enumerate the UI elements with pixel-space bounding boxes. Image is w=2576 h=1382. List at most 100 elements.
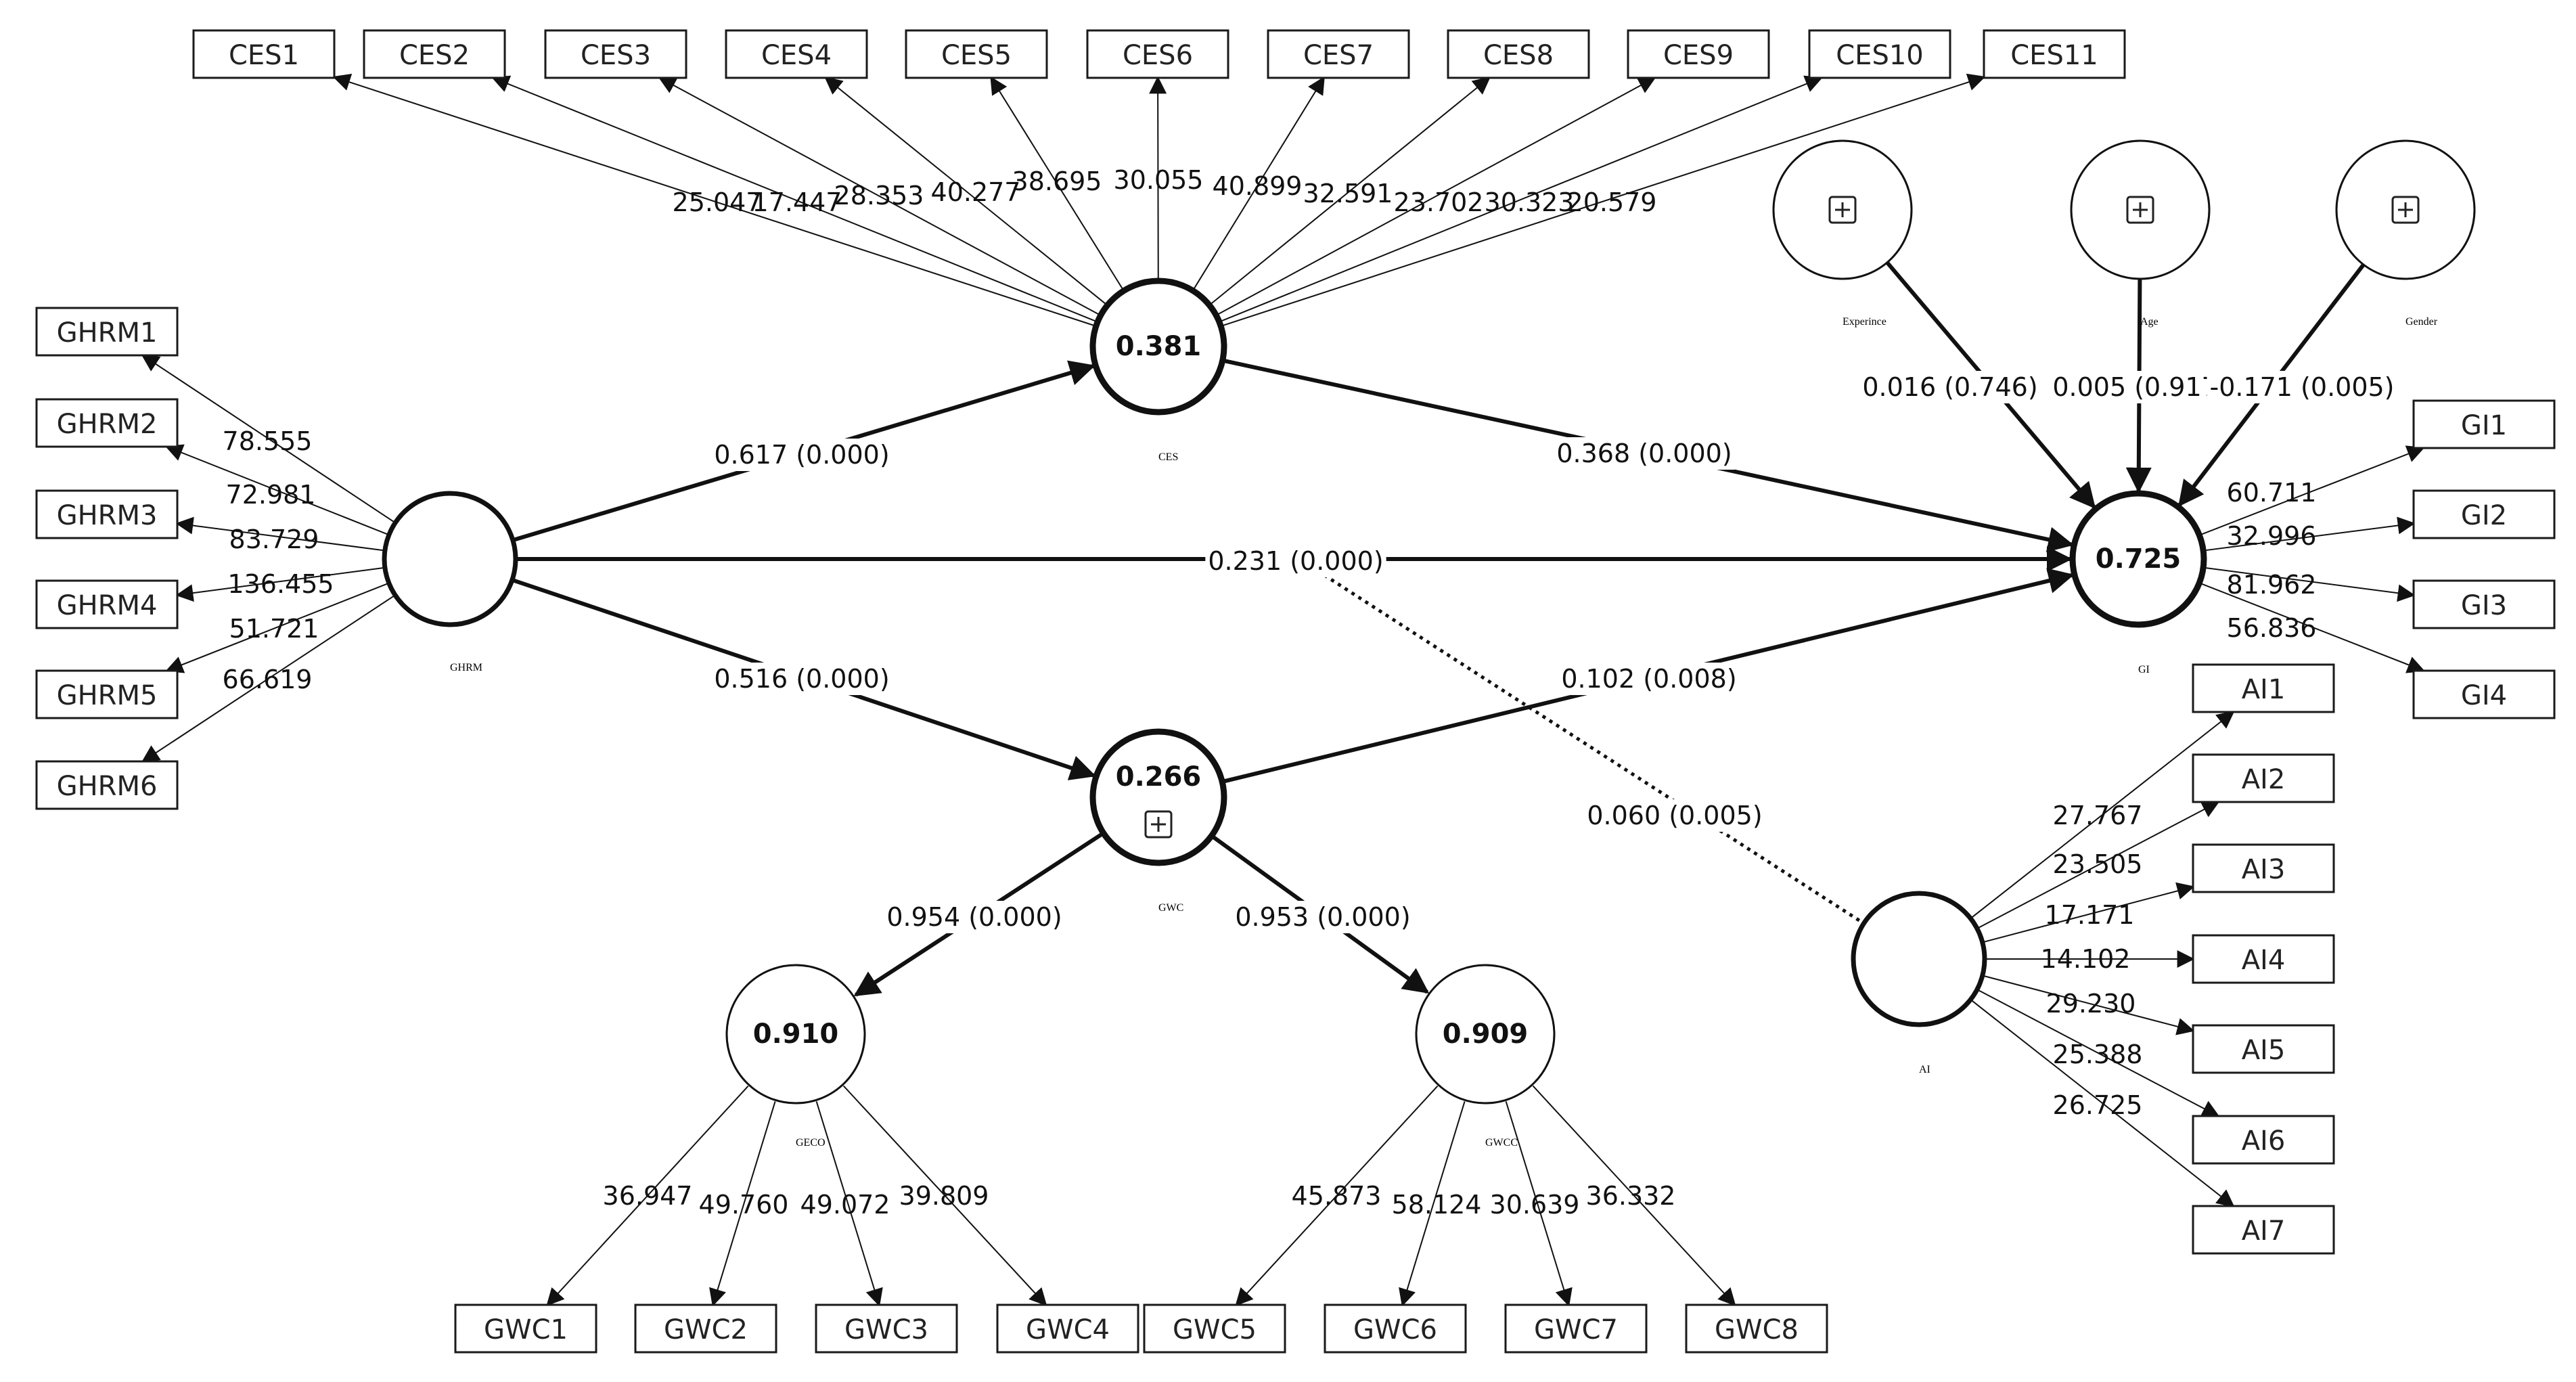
loading-value-ai3: 17.171: [2045, 900, 2135, 930]
indicator-label: GHRM1: [57, 317, 158, 349]
construct-gwcc[interactable]: 0.909: [1415, 964, 1556, 1105]
indicator-ghrm6[interactable]: GHRM6: [35, 760, 179, 810]
indicator-ghrm1[interactable]: GHRM1: [35, 307, 179, 357]
indicator-ces6[interactable]: CES6: [1086, 29, 1229, 79]
indicator-ces3[interactable]: CES3: [544, 29, 687, 79]
indicator-box: [2412, 669, 2556, 719]
construct-ai[interactable]: [1851, 891, 1987, 1027]
loading-arrow-ces10: [1220, 75, 1824, 322]
loading-arrow-ces5: [990, 76, 1124, 290]
loading-value-gwc6: 58.124: [1392, 1190, 1482, 1220]
indicator-label: GWC2: [664, 1314, 748, 1345]
indicator-box: [1808, 29, 1951, 79]
loading-arrow-ces1: [332, 73, 1095, 327]
path-label-background: [2050, 371, 2231, 403]
indicator-ces11[interactable]: CES11: [1983, 29, 2126, 79]
indicator-ces5[interactable]: CES5: [905, 29, 1048, 79]
construct-name: GI: [2138, 664, 2150, 675]
loading-arrow-ai3: [1983, 882, 2195, 943]
indicator-ai5[interactable]: AI5: [2192, 1024, 2335, 1074]
indicator-ces9[interactable]: CES9: [1627, 29, 1770, 79]
nodes-layer: CES1 CES2 CES3 CES4 CES5 CES6 CES7 CES8 CES9 CES1…: [35, 29, 2556, 1354]
indicator-label: CES1: [229, 40, 299, 71]
indicator-ces10[interactable]: CES10: [1808, 29, 1951, 79]
indicator-label: CES6: [1123, 40, 1193, 71]
indicator-ces1[interactable]: CES1: [192, 29, 336, 79]
indicator-box: [1267, 29, 1410, 79]
indicator-ces2[interactable]: CES2: [363, 29, 506, 79]
indicator-box: [544, 29, 687, 79]
indicator-ai3[interactable]: AI3: [2192, 843, 2335, 893]
indicator-ces7[interactable]: CES7: [1267, 29, 1410, 79]
indicator-ai2[interactable]: AI2: [2192, 753, 2335, 803]
indicator-label: CES8: [1483, 40, 1554, 71]
edges-layer: [141, 73, 2425, 1307]
indicator-gwc3[interactable]: GWC3: [815, 1303, 958, 1354]
loading-value-ai5: 29.230: [2046, 989, 2136, 1019]
loading-arrow-ghrm6: [141, 595, 394, 763]
indicator-box: [2192, 934, 2335, 984]
indicator-ai6[interactable]: AI6: [2192, 1115, 2335, 1165]
loading-value-gi1: 60.711: [2227, 478, 2317, 508]
indicator-gi4[interactable]: GI4: [2412, 669, 2556, 719]
construct-age[interactable]: [2070, 139, 2211, 280]
path-label-background: [1859, 371, 2041, 403]
indicator-label: GHRM5: [57, 680, 158, 711]
loading-value-ces6: 30.055: [1114, 165, 1204, 195]
expand-icon[interactable]: [2391, 196, 2420, 224]
indicator-gwc8[interactable]: GWC8: [1685, 1303, 1828, 1354]
indicator-ai4[interactable]: AI4: [2192, 934, 2335, 984]
loading-value-ces2: 17.447: [752, 187, 842, 217]
indicator-gi1[interactable]: GI1: [2412, 399, 2556, 449]
loading-arrow-gi4: [2200, 583, 2425, 673]
indicator-gwc6[interactable]: GWC6: [1324, 1303, 1467, 1354]
construct-ces[interactable]: 0.381: [1089, 277, 1227, 416]
indicator-label: GWC1: [484, 1314, 568, 1345]
indicator-gwc7[interactable]: GWC7: [1504, 1303, 1648, 1354]
expand-icon[interactable]: [1144, 810, 1173, 839]
construct-ghrm[interactable]: [382, 491, 518, 627]
indicator-box: [1983, 29, 2126, 79]
indicator-gwc5[interactable]: GWC5: [1143, 1303, 1286, 1354]
loading-value-gwc5: 45.873: [1292, 1181, 1382, 1211]
loading-value-gi4: 56.836: [2227, 613, 2317, 643]
loading-value-ces11: 20.579: [1567, 187, 1657, 217]
loading-arrow-ces4: [824, 76, 1107, 305]
indicator-box: [1143, 1303, 1286, 1354]
indicator-label: CES10: [1836, 40, 1924, 71]
path-coefficient-age-gi: 0.005 (0.917): [2052, 372, 2228, 402]
path-label-background: [884, 901, 1065, 933]
expand-icon[interactable]: [1828, 196, 1857, 224]
indicator-ghrm5[interactable]: GHRM5: [35, 669, 179, 719]
indicator-box: [2192, 753, 2335, 803]
indicator-box: [2412, 399, 2556, 449]
indicator-ghrm4[interactable]: GHRM4: [35, 579, 179, 629]
indicator-ces8[interactable]: CES8: [1447, 29, 1590, 79]
indicator-ghrm2[interactable]: GHRM2: [35, 398, 179, 448]
indicator-gwc4[interactable]: GWC4: [996, 1303, 1139, 1354]
construct-name: GWCC: [1485, 1137, 1518, 1149]
indicator-box: [725, 29, 868, 79]
expand-icon[interactable]: [2126, 196, 2154, 224]
indicator-ai7[interactable]: AI7: [2192, 1205, 2335, 1255]
indicator-gi3[interactable]: GI3: [2412, 579, 2556, 629]
indicator-ghrm3[interactable]: GHRM3: [35, 489, 179, 539]
indicator-ai1[interactable]: AI1: [2192, 663, 2335, 713]
construct-geco[interactable]: 0.910: [725, 964, 866, 1105]
indicator-ces4[interactable]: CES4: [725, 29, 868, 79]
construct-exp[interactable]: [1772, 139, 1913, 280]
loading-arrow-ces3: [658, 76, 1100, 315]
construct-gi[interactable]: 0.725: [2069, 490, 2207, 628]
indicator-gwc1[interactable]: GWC1: [454, 1303, 597, 1354]
indicator-box: [35, 760, 179, 810]
construct-gwc[interactable]: 0.266: [1089, 728, 1227, 866]
indicator-box: [1504, 1303, 1648, 1354]
path-coefficient-gwc-gwcc: 0.953 (0.000): [1235, 902, 1410, 932]
indicator-gi2[interactable]: GI2: [2412, 489, 2556, 539]
indicator-box: [1685, 1303, 1828, 1354]
indicator-box: [2192, 663, 2335, 713]
loading-arrow-ai1: [1971, 711, 2235, 918]
construct-gen[interactable]: [2335, 139, 2476, 280]
indicator-gwc2[interactable]: GWC2: [634, 1303, 777, 1354]
